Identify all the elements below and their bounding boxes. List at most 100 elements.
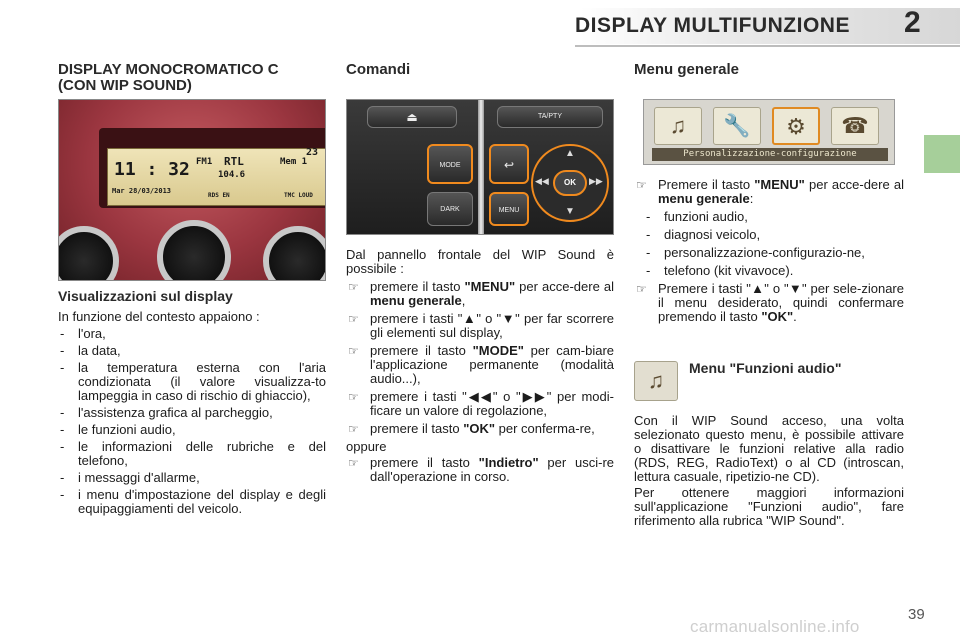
lcd-fm: FM1 [196,157,213,167]
lcd-temperature: 23 [306,147,319,158]
page-number: 39 [908,606,925,623]
text-span: per cam-biare l'applicazione permanente … [370,343,615,386]
hand-pointer-icon: ☞ [636,282,647,296]
key-label: "OK" [761,309,794,324]
list-item: la data, [58,344,326,359]
column-display: DISPLAY MONOCROMATICO C (CON WIP SOUND) [58,62,326,94]
controls-intro: Dal pannello frontale del WIP Sound è po… [346,247,614,276]
right-vent-gauge [263,226,325,280]
display-info-text: Visualizzazioni sul display In funzione … [58,288,326,516]
hand-pointer-icon: ☞ [348,456,359,470]
text-span: . [793,309,797,324]
personalization-icon: ⚙ [772,107,820,145]
controls-text: Dal pannello frontale del WIP Sound è po… [346,248,614,484]
general-menu-list: ☞ Premere il tasto "MENU" per acce-dere … [634,178,904,206]
text-span: premere il tasto [370,421,464,436]
hand-pointer-icon: ☞ [348,344,359,358]
list-item: ☞ premere il tasto "MODE" per cam-biare … [346,344,614,386]
audio-menu-icon: ♫ [634,361,678,401]
header-band [580,8,960,44]
display-intro: In funzione del contesto appaiono : [58,309,260,324]
list-item: i menu d'impostazione del display e degl… [58,488,326,516]
audio-menu-title-wrap: Menu "Funzioni audio" [689,360,904,376]
emphasis: menu generale [658,191,750,206]
controls-list: ☞ premere il tasto "MENU" per acce-dere … [346,280,614,437]
left-vent-gauge [59,226,119,280]
phone-bluetooth-icon: ☎ [831,107,879,145]
hand-pointer-icon: ☞ [348,422,359,436]
hand-pointer-icon: ☞ [348,390,359,404]
emphasis: menu generale [370,293,462,308]
watermark: carmanualsonline.info [690,617,860,636]
list-item: ☞ Premere il tasto "MENU" per acce-dere … [634,178,904,206]
list-item: ☞ premere il tasto "Indietro" per usci-r… [346,456,614,484]
text-span: , [461,293,466,308]
page-header-title: DISPLAY MULTIFUNZIONE [575,14,850,37]
mode-button: MODE [427,144,473,184]
panel-divider [478,100,484,234]
vehicle-diagnosis-icon: 🔧 [713,107,761,145]
subtitle-display-views: Visualizzazioni sul display [58,288,233,304]
list-item: le informazioni delle rubriche e del tel… [58,440,326,468]
section-title-general-menu: Menu generale [634,61,740,78]
text-span: Premere il tasto [658,177,755,192]
column-controls-title: Comandi [346,62,614,78]
section-title-display: DISPLAY MONOCROMATICO C [58,61,279,78]
list-item: ☞ premere i tasti "◀◀" o "▶▶" per modi-f… [346,390,614,418]
lcd-time: 11 : 32 [114,159,190,180]
list-item: l'ora, [58,327,326,342]
text-span: premere il tasto [370,343,473,358]
hand-pointer-icon: ☞ [348,312,359,326]
lcd-station: RTL [224,155,244,168]
chapter-number: 2 [904,6,921,39]
text-span: : [749,191,754,206]
list-item: la temperatura esterna con l'aria condiz… [58,361,326,403]
audio-menu-text: Con il WIP Sound acceso, una volta selez… [634,414,904,528]
lcd-rds: RDS EN [208,192,230,199]
general-menu-sublist: funzioni audio, diagnosi veicolo, person… [634,210,904,279]
forward-icon: ▶▶ [589,176,603,186]
audio-functions-icon: ♫ [654,107,702,145]
list-item: ☞ premere i tasti "▲" o "▼" per far scor… [346,312,614,340]
section-title-audio-menu: Menu "Funzioni audio" [689,360,842,376]
lcd-tmc: TMC LOUD [284,192,313,199]
ok-button: OK [553,170,587,196]
controls-list-alt: ☞ premere il tasto "Indietro" per usci-r… [346,456,614,484]
text-span: premere il tasto [370,455,479,470]
key-label: "MENU" [464,279,516,294]
monochrome-lcd: 11 : 32 FM1 RTL Mem 1 23 104.6 Mar 28/03… [107,147,325,206]
arrow-up-icon: ▲ [565,148,575,159]
lcd-frequency: 104.6 [218,170,246,180]
hand-pointer-icon: ☞ [348,280,359,294]
dashboard-display-photo: 11 : 32 FM1 RTL Mem 1 23 104.6 Mar 28/03… [58,99,326,281]
list-item: funzioni audio, [644,210,904,225]
chapter-side-tab[interactable] [924,135,960,173]
text-span: per acce-dere al [804,177,904,192]
text-span: per usci-re dall'operazione in corso. [370,455,614,484]
key-label: "MODE" [472,343,524,358]
list-item: ☞ Premere i tasti "▲" o "▼" per sele-zio… [634,282,904,324]
list-item: diagnosi veicolo, [644,228,904,243]
menu-selection-label: Personalizzazione-configurazione [652,148,888,161]
list-item: i messaggi d'allarme, [58,471,326,486]
text-span: premere i tasti "▲" o "▼" per far scorre… [370,311,614,340]
list-item: personalizzazione-configurazio-ne, [644,246,904,261]
back-button: ↩ [489,144,529,184]
text-span: premere il tasto [370,279,465,294]
list-item: l'assistenza grafica al parcheggio, [58,406,326,421]
text-span: per conferma-re, [495,421,595,436]
control-panel-photo: ⏏ TA/PTY MODE DARK ↩ MENU ▲ ▼ ◀◀ ▶▶ OK [346,99,614,235]
text-span: per acce-dere al [515,279,614,294]
lcd-mem: Mem 1 [280,157,308,167]
eject-button: ⏏ [367,106,457,128]
key-label: "Indietro" [478,455,539,470]
audio-menu-paragraph-2: Per ottenere maggiori informazioni sull'… [634,485,904,528]
list-item: ☞ premere il tasto "MENU" per acce-dere … [346,280,614,308]
section-title-controls: Comandi [346,61,411,78]
text-span: Premere i tasti "▲" o "▼" per sele-ziona… [658,281,904,324]
arrow-down-icon: ▼ [565,206,575,217]
display-items-list: l'ora, la data, la temperatura esterna c… [58,327,326,516]
oppure-label: oppure [346,439,387,454]
column-general-menu-title: Menu generale [634,62,904,78]
general-menu-list-2: ☞ Premere i tasti "▲" o "▼" per sele-zio… [634,282,904,324]
